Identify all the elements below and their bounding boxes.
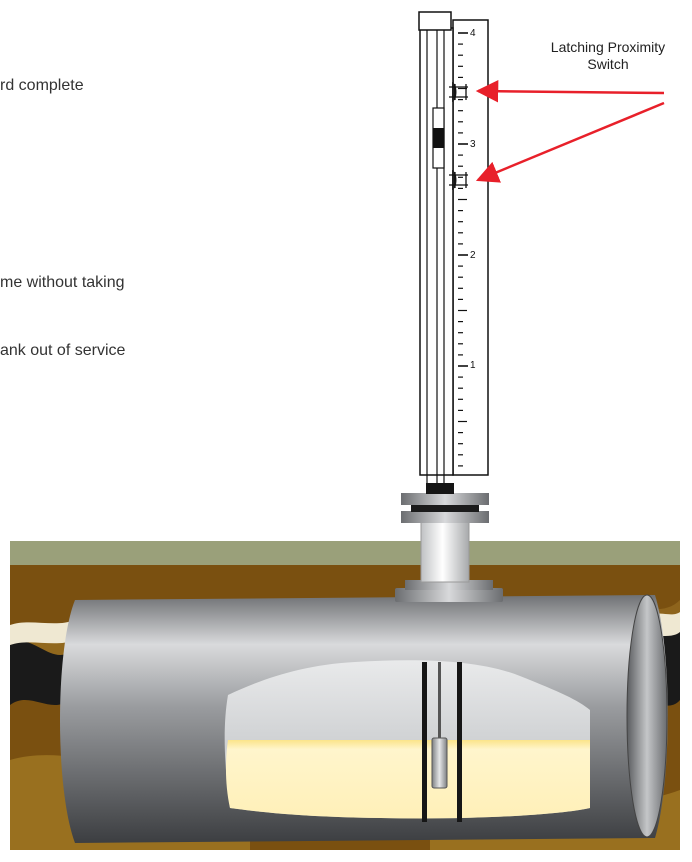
guide-rod-right (457, 662, 462, 822)
underground-tank (60, 594, 668, 843)
soil-dark-layer (10, 641, 70, 705)
riser-pipe (420, 519, 470, 583)
riser-assembly (395, 483, 503, 602)
callout-label: Latching Proximity Switch (526, 39, 690, 73)
callout-arrows (475, 79, 665, 183)
float-stem (438, 662, 441, 740)
description-text-2: me without taking (0, 274, 125, 291)
arrow-to-lower-switch (475, 101, 665, 183)
flange-gasket (411, 505, 479, 512)
scale-label: 4 (470, 28, 476, 39)
guide-tube (422, 662, 462, 822)
description-text-3: ank out of service (0, 342, 126, 359)
follower-magnet (433, 128, 444, 148)
scale-label: 2 (470, 250, 476, 261)
callout-label-line1: Latching Proximity (550, 39, 666, 55)
pipe-flange-upper (401, 493, 489, 505)
tank-flange-top (405, 580, 493, 590)
proximity-switch-upper (449, 82, 468, 102)
indicator-cap (418, 11, 452, 31)
pipe-flange-lower (401, 511, 489, 523)
tank-flange (395, 588, 503, 602)
proximity-switch-lower (449, 170, 468, 190)
callout-label-line2: Switch (587, 56, 629, 72)
tank-end-cap (626, 594, 668, 838)
arrow-to-upper-switch (475, 79, 665, 103)
scale-label: 1 (470, 360, 476, 371)
scale-label: 3 (470, 139, 476, 150)
guide-rod-left (422, 662, 427, 822)
tank-liquid (225, 740, 590, 819)
float (431, 737, 448, 789)
soil-light-layer (10, 620, 75, 645)
scale-ticks (458, 32, 468, 467)
ground-surface (10, 541, 680, 565)
description-text-1: rd complete (0, 77, 84, 94)
gauge-coupling (426, 483, 454, 494)
level-indicator: 4 3 2 1 (418, 11, 489, 483)
